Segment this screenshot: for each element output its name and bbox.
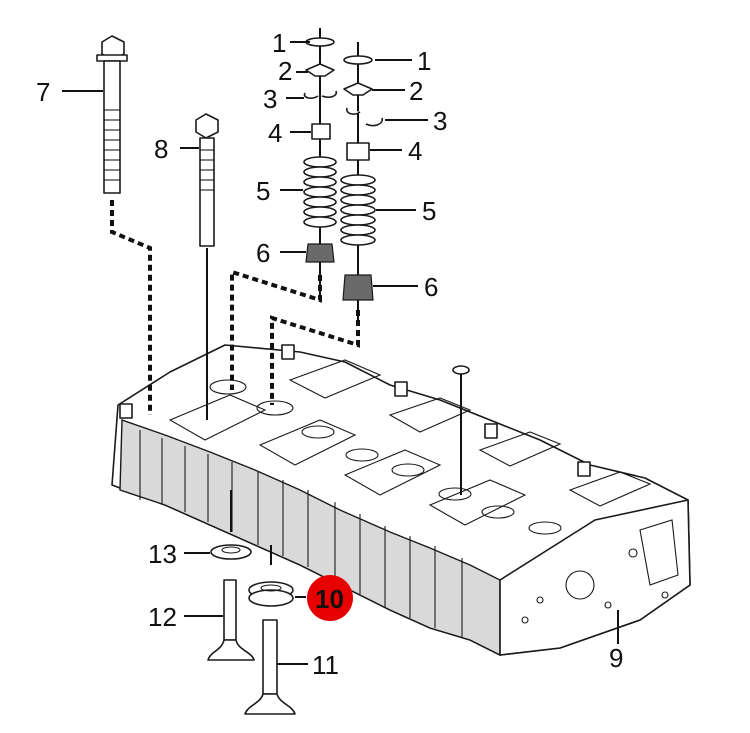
valve-11: [244, 619, 296, 715]
valve-12: [207, 579, 255, 661]
callouts: 1 1 2 2 3 3 4 4 5 5 6 6 7 8 9 10: [36, 28, 623, 680]
label-3b: 3: [433, 106, 447, 136]
label-6a: 6: [256, 238, 270, 268]
highlight-circle: [307, 575, 353, 621]
label-5b: 5: [422, 196, 436, 226]
valve-seal-10: [248, 581, 294, 607]
cylinder-head: [111, 344, 691, 657]
valve-train-right: [270, 42, 384, 405]
highlight-badge-10: 10: [307, 575, 353, 621]
label-2b: 2: [409, 76, 423, 106]
label-4a: 4: [268, 118, 282, 148]
label-6b: 6: [424, 272, 438, 302]
label-12: 12: [148, 602, 177, 632]
label-11: 11: [312, 650, 339, 680]
label-1a: 1: [272, 28, 286, 58]
label-2a: 2: [278, 56, 292, 86]
plug: [452, 365, 470, 495]
bolt-short: [195, 113, 219, 420]
label-9: 9: [609, 643, 623, 673]
label-7: 7: [36, 77, 50, 107]
label-13: 13: [148, 539, 177, 569]
valve-seal-13: [210, 544, 252, 560]
label-3a: 3: [263, 84, 277, 114]
label-10: 10: [315, 584, 344, 614]
bolt-long: [96, 35, 152, 415]
label-5a: 5: [256, 176, 270, 206]
label-1b: 1: [417, 46, 431, 76]
label-8: 8: [154, 134, 168, 164]
valve-train-left: [230, 28, 338, 390]
label-4b: 4: [408, 136, 422, 166]
